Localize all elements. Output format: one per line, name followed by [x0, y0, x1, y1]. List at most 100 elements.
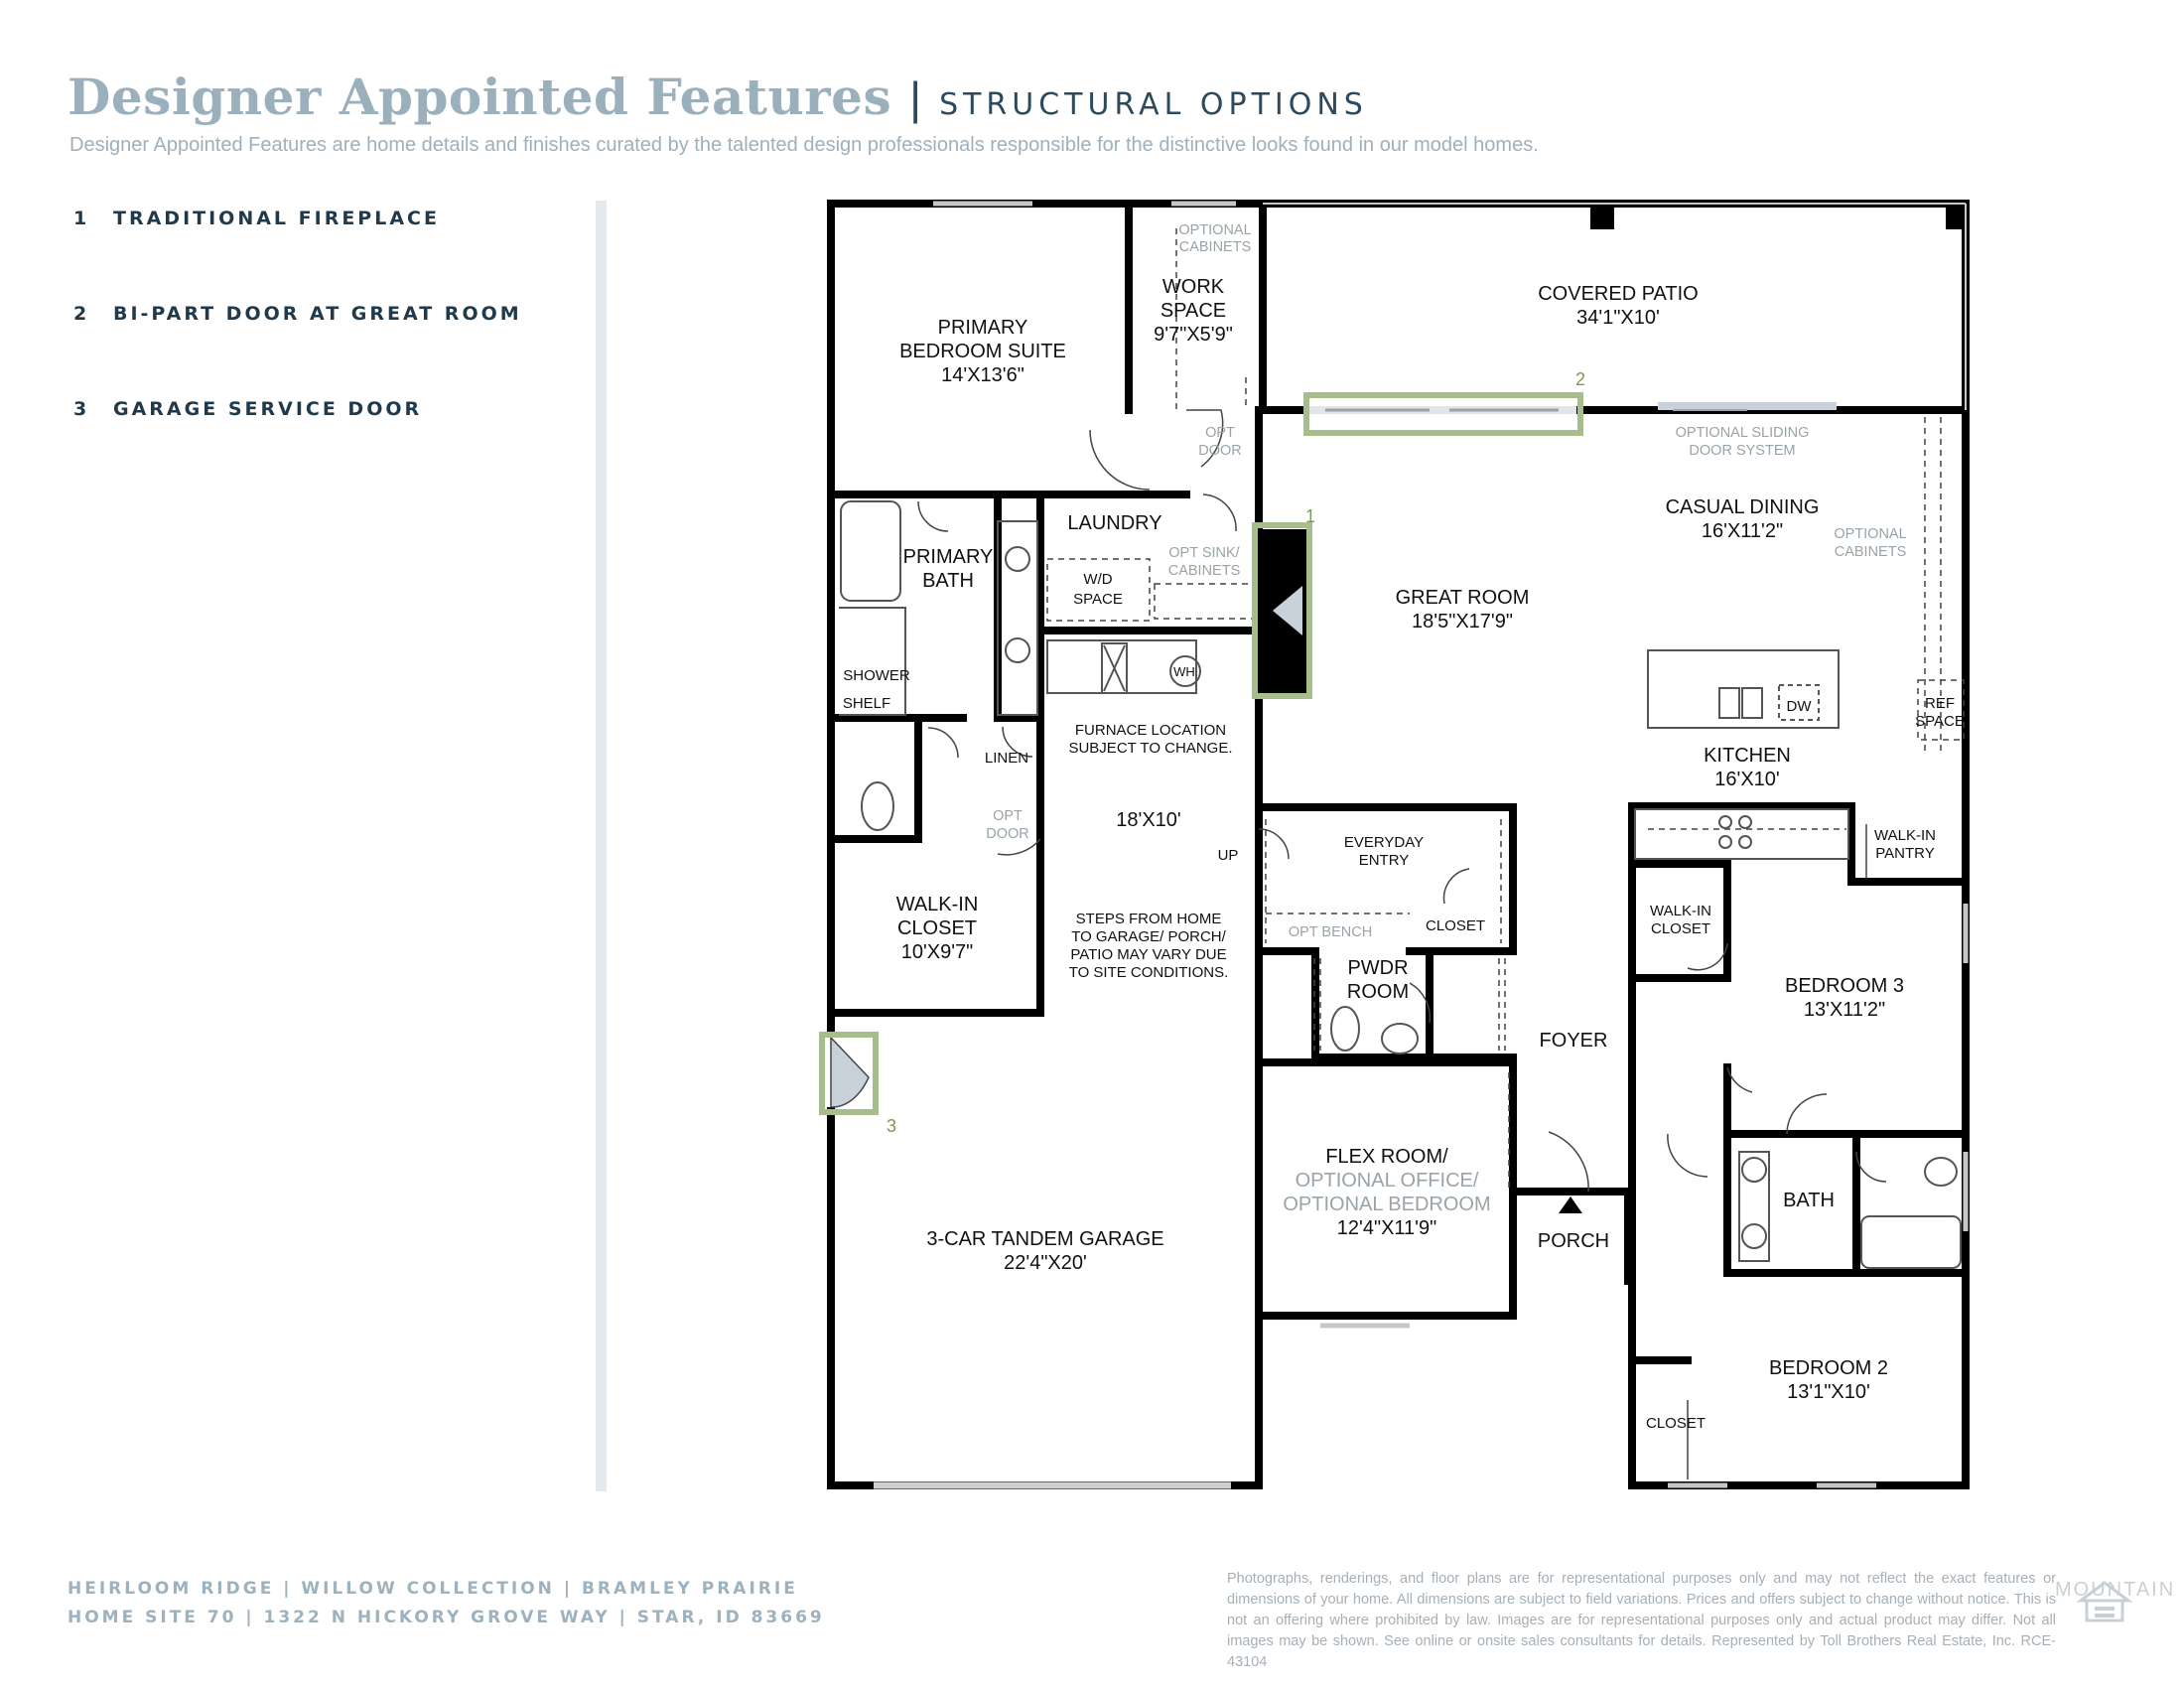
svg-text:OPTIONAL BEDROOM: OPTIONAL BEDROOM [1283, 1194, 1490, 1215]
svg-text:SHELF: SHELF [843, 695, 890, 712]
walls [827, 200, 1970, 1489]
svg-text:9'7"X5'9": 9'7"X5'9" [1154, 324, 1233, 346]
option-label: GARAGE SERVICE DOOR [113, 398, 423, 420]
room-labels: PRIMARY BEDROOM SUITE 14'X13'6" WORK SPA… [896, 276, 1904, 1403]
svg-text:BEDROOM 3: BEDROOM 3 [1785, 975, 1904, 997]
option-item: 2 BI-PART DOOR AT GREAT ROOM [73, 303, 522, 325]
svg-text:BATH: BATH [922, 570, 974, 592]
svg-text:CLOSET: CLOSET [897, 917, 977, 939]
svg-text:PWDR: PWDR [1347, 957, 1408, 979]
svg-text:12'4"X11'9": 12'4"X11'9" [1337, 1217, 1436, 1239]
svg-text:OPTIONAL SLIDING: OPTIONAL SLIDING [1676, 425, 1810, 441]
svg-text:PRIMARY: PRIMARY [903, 546, 994, 568]
svg-text:FLEX ROOM/: FLEX ROOM/ [1325, 1146, 1448, 1168]
svg-text:DOOR: DOOR [986, 826, 1029, 842]
svg-text:REF: REF [1925, 695, 1955, 712]
svg-text:DOOR: DOOR [1198, 443, 1242, 459]
callout-3: 3 [887, 1116, 896, 1136]
svg-text:FURNACE LOCATION: FURNACE LOCATION [1075, 722, 1226, 739]
svg-text:BEDROOM 2: BEDROOM 2 [1769, 1357, 1888, 1379]
vertical-divider [596, 201, 607, 1491]
svg-text:13'1"X10': 13'1"X10' [1787, 1381, 1870, 1403]
option-number: 1 [73, 208, 90, 229]
equal-housing-icon [2076, 1581, 2133, 1622]
svg-text:WALK-IN: WALK-IN [1650, 903, 1711, 919]
svg-text:10'X9'7": 10'X9'7" [901, 941, 974, 963]
svg-text:LINEN: LINEN [985, 750, 1028, 767]
windows [933, 201, 1969, 1488]
svg-text:OPT: OPT [993, 808, 1023, 824]
svg-text:CASUAL DINING: CASUAL DINING [1666, 496, 1820, 518]
highlight-box-2 [1303, 392, 1583, 436]
footer-community: HEIRLOOM RIDGE | WILLOW COLLECTION | BRA… [68, 1579, 798, 1599]
svg-text:LAUNDRY: LAUNDRY [1067, 512, 1161, 534]
page-title: Designer Appointed Features|STRUCTURAL O… [68, 68, 1368, 126]
svg-text:CABINETS: CABINETS [1168, 563, 1241, 579]
doors [917, 409, 1887, 1479]
svg-text:W/D: W/D [1083, 571, 1112, 588]
callout-1: 1 [1305, 506, 1315, 526]
svg-text:16'X11'2": 16'X11'2" [1702, 520, 1783, 542]
svg-text:GREAT ROOM: GREAT ROOM [1396, 587, 1530, 609]
small-labels: W/D SPACE WH SHOWER SHELF DW REF SPACE F… [843, 571, 1965, 1432]
svg-text:CABINETS: CABINETS [1835, 544, 1907, 560]
svg-text:OPT SINK/: OPT SINK/ [1168, 545, 1240, 561]
option-item: 3 GARAGE SERVICE DOOR [73, 398, 422, 420]
svg-text:WALK-IN: WALK-IN [896, 894, 979, 915]
footer-disclaimer: Photographs, renderings, and floor plans… [1227, 1571, 2056, 1670]
svg-text:CABINETS: CABINETS [1179, 239, 1252, 255]
svg-text:18'5"X17'9": 18'5"X17'9" [1412, 611, 1513, 633]
svg-text:DW: DW [1787, 698, 1813, 715]
svg-text:SPACE: SPACE [1073, 591, 1123, 608]
svg-text:OPTIONAL OFFICE/: OPTIONAL OFFICE/ [1296, 1170, 1479, 1192]
muted-labels: OPTIONAL CABINETS OPT DOOR OPTIONAL SLID… [986, 222, 1906, 940]
title-separator: | [909, 72, 922, 124]
svg-text:SPACE: SPACE [1915, 713, 1965, 730]
footer-address: HOME SITE 70 | 1322 N HICKORY GROVE WAY … [68, 1608, 825, 1627]
option-number: 3 [73, 398, 90, 420]
svg-text:3-CAR TANDEM GARAGE: 3-CAR TANDEM GARAGE [926, 1228, 1163, 1250]
svg-text:KITCHEN: KITCHEN [1704, 745, 1791, 767]
svg-text:BATH: BATH [1783, 1190, 1835, 1211]
svg-text:SHOWER: SHOWER [843, 667, 910, 684]
svg-text:TO GARAGE/ PORCH/: TO GARAGE/ PORCH/ [1071, 928, 1226, 945]
svg-text:PRIMARY: PRIMARY [938, 317, 1028, 339]
svg-text:ENTRY: ENTRY [1359, 852, 1410, 869]
option-item: 1 TRADITIONAL FIREPLACE [73, 208, 440, 229]
highlight-box-3 [819, 1032, 879, 1115]
svg-text:OPTIONAL: OPTIONAL [1178, 222, 1251, 238]
svg-text:OPT: OPT [1205, 425, 1235, 441]
svg-text:OPT BENCH: OPT BENCH [1289, 924, 1372, 940]
fixtures [839, 500, 1962, 1269]
svg-text:WH: WH [1173, 664, 1195, 679]
svg-text:CLOSET: CLOSET [1646, 1415, 1706, 1432]
option-label: TRADITIONAL FIREPLACE [113, 208, 440, 229]
svg-text:OPTIONAL: OPTIONAL [1834, 526, 1906, 542]
svg-text:SUBJECT TO CHANGE.: SUBJECT TO CHANGE. [1068, 740, 1232, 757]
svg-text:UP: UP [1218, 847, 1239, 864]
svg-text:22'4"X20': 22'4"X20' [1004, 1252, 1087, 1274]
svg-text:COVERED PATIO: COVERED PATIO [1538, 283, 1699, 305]
svg-text:PATIO MAY VARY DUE: PATIO MAY VARY DUE [1070, 946, 1226, 963]
svg-text:16'X10': 16'X10' [1714, 769, 1779, 790]
option-number: 2 [73, 303, 90, 325]
option-label: BI-PART DOOR AT GREAT ROOM [113, 303, 522, 325]
svg-text:34'1"X10': 34'1"X10' [1576, 307, 1660, 329]
svg-text:WALK-IN: WALK-IN [1874, 827, 1936, 844]
svg-text:13'X11'2": 13'X11'2" [1804, 999, 1885, 1021]
svg-text:WORK: WORK [1162, 276, 1225, 298]
svg-text:ROOM: ROOM [1347, 981, 1409, 1003]
patio-post [1590, 204, 1614, 229]
porch-arrow-icon [1559, 1196, 1582, 1213]
svg-text:BEDROOM SUITE: BEDROOM SUITE [899, 341, 1066, 362]
svg-text:TO SITE CONDITIONS.: TO SITE CONDITIONS. [1069, 964, 1229, 981]
svg-text:SPACE: SPACE [1160, 300, 1226, 322]
svg-text:FOYER: FOYER [1540, 1030, 1608, 1052]
svg-text:PANTRY: PANTRY [1875, 845, 1934, 862]
title-subtitle: STRUCTURAL OPTIONS [939, 87, 1368, 122]
svg-text:PORCH: PORCH [1538, 1230, 1609, 1252]
svg-text:STEPS FROM HOME: STEPS FROM HOME [1076, 911, 1222, 927]
callout-2: 2 [1575, 369, 1585, 389]
svg-text:EVERYDAY: EVERYDAY [1344, 834, 1424, 851]
